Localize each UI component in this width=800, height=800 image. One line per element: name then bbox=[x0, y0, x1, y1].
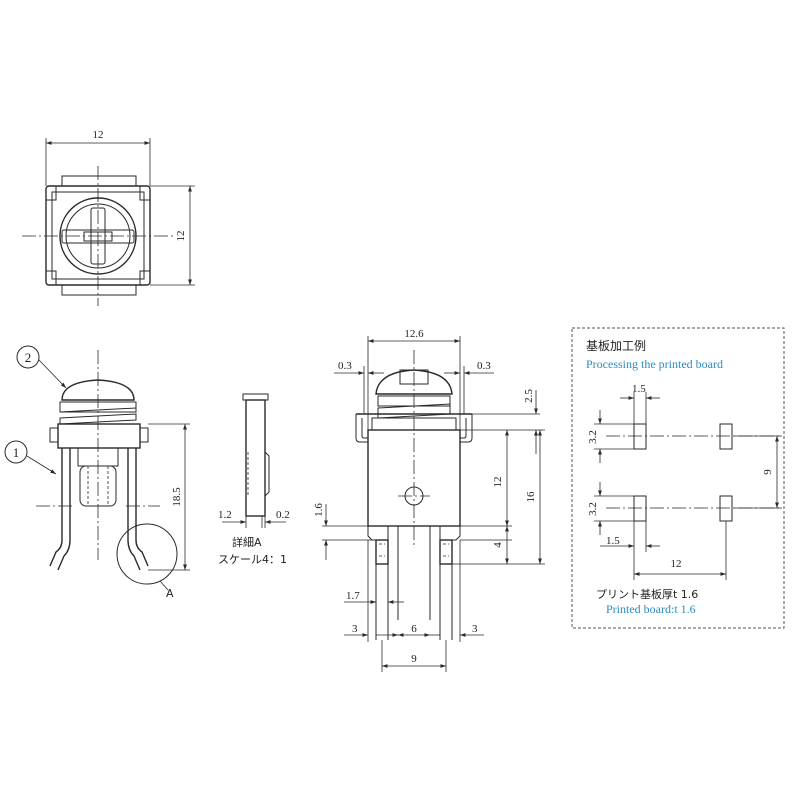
detail-a-circle bbox=[116, 523, 178, 585]
front-head-dim: 2.5 bbox=[523, 389, 535, 403]
board-panel-frame bbox=[571, 327, 785, 629]
board-col-pitch: 12 bbox=[671, 558, 682, 570]
top-view: 12 12 bbox=[22, 129, 195, 306]
board-thickness-jp: プリント基板厚t 1.6 bbox=[596, 587, 698, 601]
front-pin-width-dim: 1.7 bbox=[346, 590, 360, 602]
detail-a-scale: スケール4：1 bbox=[218, 553, 287, 566]
front-dim-1-6: 1.6 bbox=[313, 503, 325, 517]
front-view: 12.6 0.3 0.3 2.5 12 16 4 1.6 bbox=[313, 328, 545, 672]
top-width-dim: 12 bbox=[93, 129, 104, 141]
balloon-1 bbox=[4, 440, 28, 464]
side-view: 18.5 2 1 A bbox=[4, 345, 190, 600]
board-slot-height-bottom: 3.2 bbox=[587, 502, 599, 516]
detail-a-dim-right: 0.2 bbox=[276, 509, 290, 521]
board-thickness-en: Printed board:t 1.6 bbox=[606, 602, 696, 616]
detail-a-view: 1.2 0.2 詳細A スケール4：1 bbox=[218, 393, 290, 566]
board-title-jp: 基板加工例 bbox=[586, 339, 646, 353]
detail-a-ref: A bbox=[166, 587, 174, 600]
front-dim-16: 16 bbox=[525, 491, 537, 503]
detail-a-title: 詳細A bbox=[232, 535, 262, 549]
board-row-pitch: 9 bbox=[762, 469, 774, 475]
front-right-gap-dim: 0.3 bbox=[477, 360, 491, 372]
side-height-dim: 18.5 bbox=[171, 487, 183, 507]
front-left-gap-dim: 0.3 bbox=[338, 360, 352, 372]
balloon-1-label: 1 bbox=[13, 445, 20, 460]
slot-top-right bbox=[719, 423, 733, 450]
front-pin-left-dim: 3 bbox=[352, 623, 358, 635]
front-top-width-dim: 12.6 bbox=[404, 328, 424, 340]
top-height-dim: 12 bbox=[175, 231, 187, 242]
slot-bottom-right bbox=[719, 495, 733, 522]
front-dim-4: 4 bbox=[492, 542, 504, 548]
balloon-2-label: 2 bbox=[25, 350, 32, 365]
board-title-en: Processing the printed board bbox=[586, 357, 723, 371]
slot-top-left bbox=[633, 423, 647, 450]
front-pin-pitch-dim: 9 bbox=[411, 653, 417, 665]
detail-a-dim-left: 1.2 bbox=[218, 509, 232, 521]
slot-bottom-left bbox=[633, 495, 647, 522]
front-dim-12: 12 bbox=[492, 477, 504, 488]
board-slot-width-bottom: 1.5 bbox=[606, 535, 620, 547]
front-pin-right-dim: 3 bbox=[472, 623, 478, 635]
balloon-2 bbox=[16, 345, 40, 369]
board-processing-panel: 基板加工例 Processing the printed board 1.5 3… bbox=[571, 327, 785, 629]
board-slot-width-top: 1.5 bbox=[632, 383, 646, 395]
board-slot-height-top: 3.2 bbox=[587, 430, 599, 444]
front-pin-span-dim: 6 bbox=[411, 623, 417, 635]
